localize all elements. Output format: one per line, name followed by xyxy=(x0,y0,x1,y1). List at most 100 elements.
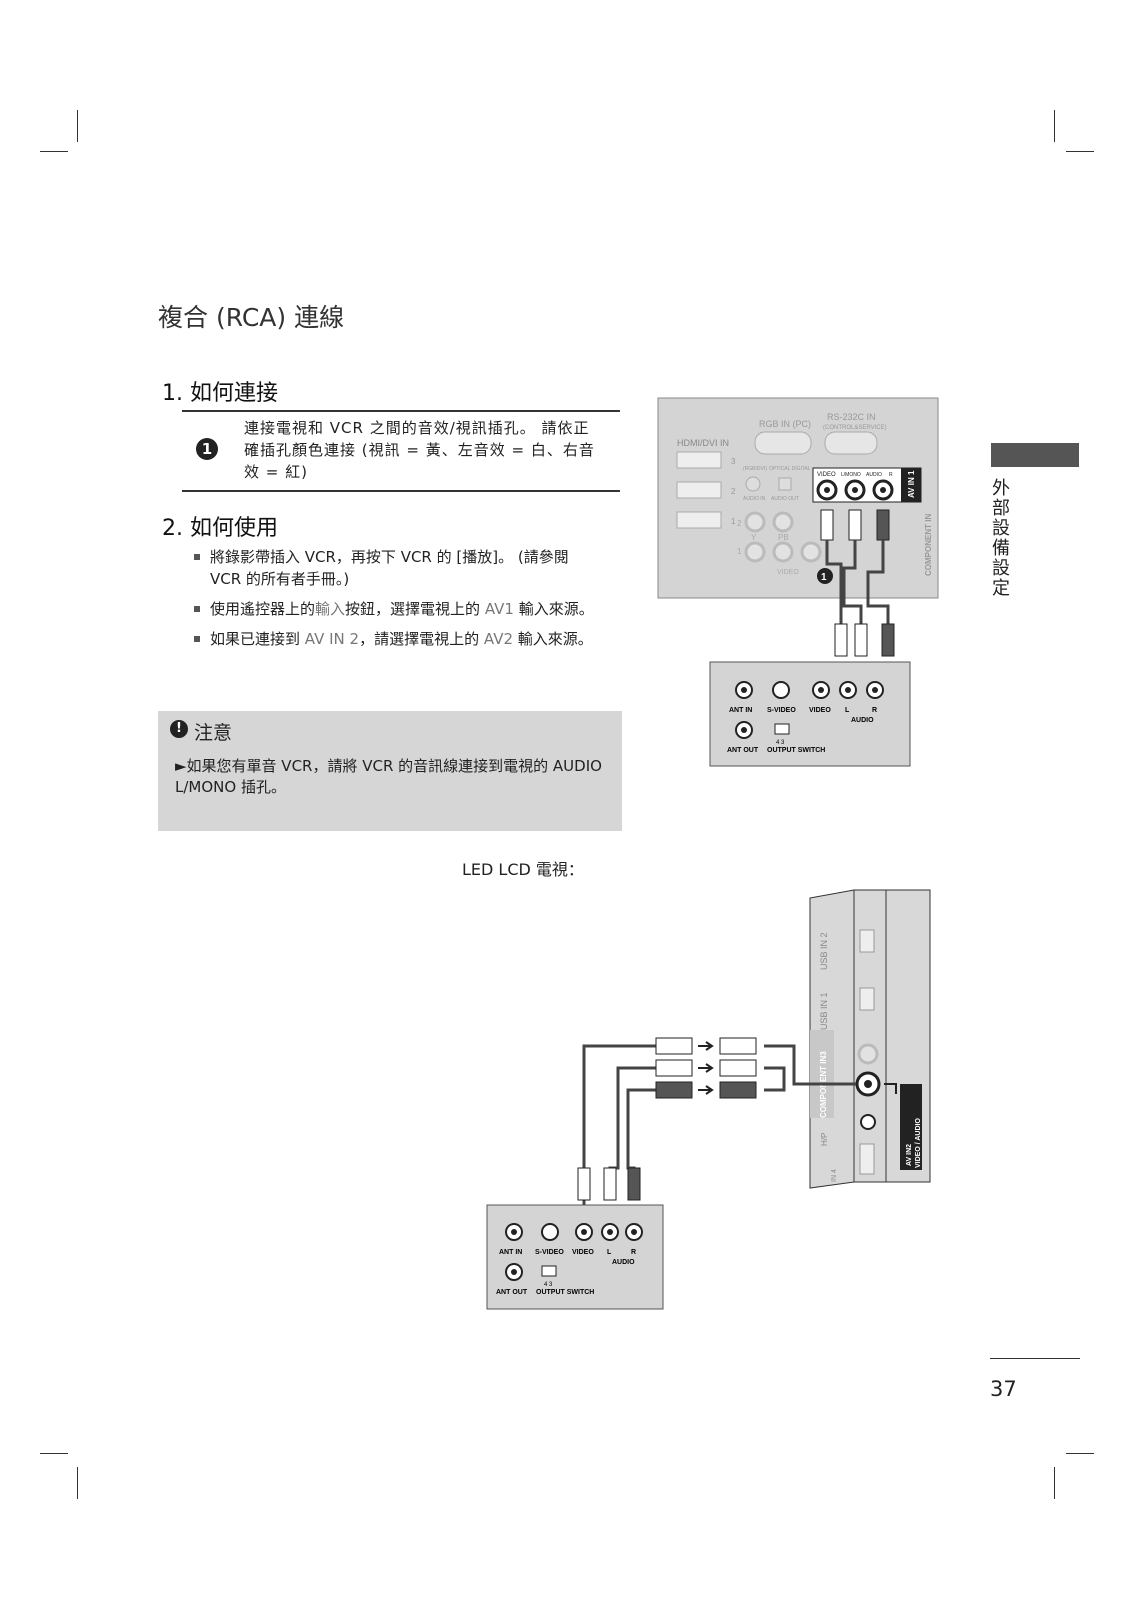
audio-l-plug xyxy=(848,509,862,541)
video-plug xyxy=(655,1037,693,1055)
audio-out-label: AUDIO OUT xyxy=(771,496,799,502)
component-jacks: 2 1 Y PB VIDEO xyxy=(737,511,822,576)
vcr-audio-l-plug xyxy=(854,623,868,657)
bullet-text: 使用遙控器上的 xyxy=(210,600,316,618)
arrow-icon xyxy=(698,1041,714,1051)
ant-in-label: ANT IN xyxy=(499,1249,522,1256)
av-in2-sublabel: VIDEO / AUDIO xyxy=(915,1118,922,1168)
page-rule xyxy=(990,1358,1080,1359)
usb-port xyxy=(859,987,875,1011)
usb1-label: USB IN 1 xyxy=(819,992,829,1030)
hdmi-port-number: 3 xyxy=(731,457,736,466)
hdmi-in4-label: IN 4 xyxy=(831,1169,838,1182)
led-lcd-label: LED LCD 電視： xyxy=(462,860,584,879)
crop-mark xyxy=(1054,1467,1055,1499)
vcr-jacks xyxy=(505,1223,643,1281)
hp-label: H/P xyxy=(820,1133,829,1146)
rs232-port xyxy=(824,431,878,455)
audio-r-plug xyxy=(876,509,890,541)
step-number-badge: 1 xyxy=(196,438,218,460)
audio-l-plug xyxy=(719,1059,757,1077)
rgb-port xyxy=(754,431,812,455)
component-row-label: 1 xyxy=(737,547,742,556)
tv-plugs xyxy=(820,509,890,541)
switch-numbers: 4 3 xyxy=(544,1282,553,1288)
hdmi-port xyxy=(676,481,722,499)
page-title: 複合 (RCA) 連線 xyxy=(158,303,345,332)
crop-mark xyxy=(77,110,78,142)
crop-mark xyxy=(77,1467,78,1499)
component-row-label: 2 xyxy=(737,519,742,528)
bullet-text: 將錄影帶插入 VCR，再按下 VCR 的 [播放]。 (請參閱 VCR 的所有者… xyxy=(210,548,569,588)
warning-icon: ! xyxy=(170,720,188,738)
output-switch-label: OUTPUT SWITCH xyxy=(536,1289,594,1296)
ant-in-label: ANT IN xyxy=(729,707,752,714)
s-video-jack xyxy=(541,1223,559,1241)
rgb-label: RGB IN (PC) xyxy=(759,419,811,429)
av-in1-tag xyxy=(901,468,921,502)
section-heading-connect: 1. 如何連接 xyxy=(162,381,278,406)
bullet-text: 如果已連接到 xyxy=(210,630,301,648)
bullet-text: 輸入來源。 xyxy=(517,630,593,648)
crop-mark xyxy=(1066,1453,1094,1454)
list-item: 如果已連接到 AV IN 2，請選擇電視上的 AV2 輸入來源。 xyxy=(194,628,604,650)
audio-in-jack xyxy=(745,476,761,492)
adapter-plugs xyxy=(655,1037,757,1099)
vcr-plugs xyxy=(834,623,895,657)
cables xyxy=(582,1044,856,1212)
hdmi-port-number: 1 xyxy=(731,517,736,526)
vcr-r-label: R xyxy=(872,707,877,714)
vcr-video-label: VIDEO xyxy=(572,1249,594,1256)
vcr-plugs xyxy=(577,1167,641,1201)
switch-numbers: 4 3 xyxy=(776,740,785,746)
vcr-audio-l-plug xyxy=(603,1167,617,1201)
av-in1-jacks xyxy=(816,479,894,501)
video-plug xyxy=(820,509,834,541)
highlight-text: 輸入 xyxy=(315,600,346,618)
vcr-audio-label: AUDIO xyxy=(612,1259,635,1266)
bullet-text: 輸入來源。 xyxy=(518,600,594,618)
audio-r-plug xyxy=(655,1081,693,1099)
vcr-video-label: VIDEO xyxy=(809,707,831,714)
note-text: ►如果您有單音 VCR，請將 VCR 的音訊線連接到電視的 AUDIO L/MO… xyxy=(175,757,602,796)
vcr-audio-label: AUDIO xyxy=(851,717,874,724)
vcr-jacks xyxy=(735,681,884,739)
hdmi-port xyxy=(676,451,722,469)
ant-out-label: ANT OUT xyxy=(496,1289,528,1296)
note-box xyxy=(158,711,622,831)
bullet-text: ，請選擇電視上的 xyxy=(359,630,480,648)
vcr-r-label: R xyxy=(631,1249,636,1256)
crop-mark xyxy=(40,151,68,152)
l-mono-label: L/MONO xyxy=(841,472,861,478)
component-in-label: COMPONENT IN xyxy=(924,514,933,576)
ant-out-label: ANT OUT xyxy=(727,747,759,754)
vcr-audio-r-plug xyxy=(881,623,895,657)
highlight-text: AV1 xyxy=(484,600,514,618)
usb2-label: USB IN 2 xyxy=(819,932,829,970)
list-item: 使用遙控器上的輸入按鈕，選擇電視上的 AV1 輸入來源。 xyxy=(194,598,604,620)
vcr-l-label: L xyxy=(607,1249,612,1256)
component-col-label: Y xyxy=(751,533,757,542)
hdmi-port xyxy=(676,511,722,529)
list-item: 將錄影帶插入 VCR，再按下 VCR 的 [播放]。 (請參閱 VCR 的所有者… xyxy=(194,546,604,590)
arrow-icon xyxy=(698,1085,714,1095)
crop-mark xyxy=(1054,110,1055,142)
hdmi-port-number: 2 xyxy=(731,487,736,496)
step-instruction: 連接電視和 VCR 之間的音效/視訊插孔。 請依正確插孔顏色連接 (視訊 = 黃… xyxy=(244,419,595,481)
vcr-panel xyxy=(709,661,911,767)
output-switch-label: OUTPUT SWITCH xyxy=(767,747,825,754)
highlight-text: AV2 xyxy=(483,630,513,648)
headphone-jack xyxy=(860,1114,876,1130)
side-tab-bar xyxy=(991,443,1079,467)
rgb-dvi-label: (RGB/DVI) xyxy=(743,466,767,472)
vcr-video-plug xyxy=(834,623,848,657)
note-title: 注意 xyxy=(194,722,233,744)
section-heading-use: 2. 如何使用 xyxy=(162,516,278,541)
divider xyxy=(182,490,620,492)
hdmi-label: HDMI/DVI IN xyxy=(677,438,729,448)
hdmi-ports: 3 2 1 xyxy=(676,451,736,529)
cables xyxy=(825,540,890,624)
crop-mark xyxy=(40,1453,68,1454)
output-switch xyxy=(774,723,790,735)
audio-label: AUDIO xyxy=(866,472,882,478)
